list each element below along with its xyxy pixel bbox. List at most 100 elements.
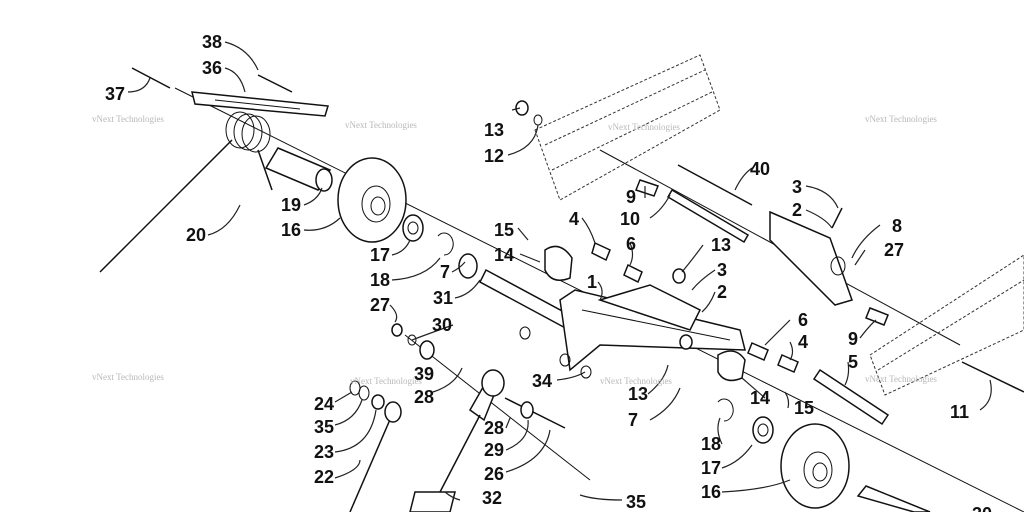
- callout-label: 9: [848, 329, 858, 349]
- idler-wheel-left: [337, 157, 407, 243]
- callout-label: 30: [972, 504, 992, 512]
- snap-ring-18-left: [437, 232, 454, 256]
- bracket-8: [769, 210, 853, 306]
- callout-label: 7: [628, 410, 638, 430]
- shaft-5: [812, 368, 890, 426]
- bushing-9-upper: [635, 179, 659, 197]
- bearing-17-right: [752, 416, 774, 444]
- bushing-6-left: [623, 263, 643, 284]
- callout-label: 18: [370, 270, 390, 290]
- callout-label: 17: [701, 458, 721, 478]
- bushing-30-39: [391, 323, 435, 360]
- callout-label: 24: [314, 394, 334, 414]
- bolt-3: [831, 207, 843, 229]
- callout-label: 39: [414, 364, 434, 384]
- callout-label: 4: [569, 209, 579, 229]
- frame-rail-left: [534, 54, 721, 201]
- callout-label: 26: [484, 464, 504, 484]
- callout-label: 28: [414, 387, 434, 407]
- callout-label: 38: [202, 32, 222, 52]
- bolt-11: [961, 361, 1024, 393]
- snap-ring-18-right: [717, 398, 734, 422]
- watermarks: vNext Technologies vNext Technologies vN…: [92, 114, 937, 386]
- watermark-text: vNext Technologies: [600, 376, 672, 386]
- callout-label: 31: [433, 288, 453, 308]
- rear-arm-1: [559, 284, 746, 372]
- callout-labels: 38 36 37 20 19 16 17 18 7 31 27 30 39 28…: [105, 32, 992, 512]
- callout-label: 16: [281, 220, 301, 240]
- callout-label: 28: [484, 418, 504, 438]
- callout-label: 34: [532, 371, 552, 391]
- callout-label: 4: [798, 332, 808, 352]
- callout-label: 13: [628, 384, 648, 404]
- washers-34: [519, 326, 592, 379]
- callout-label: 15: [494, 220, 514, 240]
- watermark-text: vNext Technologies: [345, 120, 417, 130]
- bushing-4-right: [777, 354, 799, 373]
- callout-label: 36: [202, 58, 222, 78]
- callout-label: 17: [370, 245, 390, 265]
- spacer-19: [264, 147, 333, 192]
- shock-absorber-32: [409, 369, 505, 512]
- bolt-40: [677, 164, 753, 206]
- callout-label: 19: [281, 195, 301, 215]
- callout-label: 6: [626, 234, 636, 254]
- callout-label: 16: [701, 482, 721, 502]
- callout-label: 7: [440, 262, 450, 282]
- washer-12: [533, 114, 543, 126]
- callout-label: 30: [432, 315, 452, 335]
- washer-24: [349, 380, 370, 401]
- callout-label: 12: [484, 146, 504, 166]
- callout-label: 22: [314, 467, 334, 487]
- callout-label: 14: [750, 388, 770, 408]
- callout-label: 27: [884, 240, 904, 260]
- callout-label: 18: [701, 434, 721, 454]
- watermark-text: vNext Technologies: [865, 114, 937, 124]
- idler-wheel-right: [780, 423, 850, 509]
- watermark-text: vNext Technologies: [92, 372, 164, 382]
- callout-label: 13: [484, 120, 504, 140]
- leader-lines: [127, 41, 992, 501]
- shock-bolt-26: [504, 397, 566, 429]
- bushing-4-left: [591, 241, 611, 262]
- callout-label: 35: [626, 492, 646, 512]
- callout-label: 15: [794, 398, 814, 418]
- callout-label: 9: [626, 187, 636, 207]
- torsion-spring: [99, 111, 273, 273]
- callout-label: 23: [314, 442, 334, 462]
- callout-label: 2: [792, 200, 802, 220]
- callout-label: 3: [717, 260, 727, 280]
- callout-label: 5: [848, 352, 858, 372]
- bushing-9-lower: [865, 307, 889, 326]
- bolt-38: [257, 74, 293, 93]
- callout-label: 37: [105, 84, 125, 104]
- watermark-text: vNext Technologies: [92, 114, 164, 124]
- bumper-14-right: [717, 350, 746, 382]
- callout-label: 29: [484, 440, 504, 460]
- callout-label: 8: [892, 216, 902, 236]
- watermark-text: vNext Technologies: [350, 376, 422, 386]
- nuts-13: [515, 100, 693, 350]
- callout-label: 14: [494, 245, 514, 265]
- bushing-6-right: [747, 342, 769, 361]
- bearing-17-left: [402, 214, 424, 242]
- bumper-14-left: [544, 245, 573, 281]
- watermark-text: vNext Technologies: [865, 374, 937, 384]
- spring-bracket: [191, 91, 329, 117]
- bolt-37: [131, 67, 171, 89]
- link-22: [349, 401, 402, 512]
- callout-label: 2: [717, 282, 727, 302]
- callout-label: 20: [186, 225, 206, 245]
- callout-label: 10: [620, 209, 640, 229]
- callout-label: 13: [711, 235, 731, 255]
- callout-label: 11: [950, 402, 969, 422]
- callout-label: 6: [798, 310, 808, 330]
- watermark-text: vNext Technologies: [608, 122, 680, 132]
- callout-label: 32: [482, 488, 502, 508]
- frame-rail-right: [869, 254, 1024, 396]
- callout-label: 40: [750, 159, 770, 179]
- callout-label: 35: [314, 417, 334, 437]
- callout-label: 27: [370, 295, 390, 315]
